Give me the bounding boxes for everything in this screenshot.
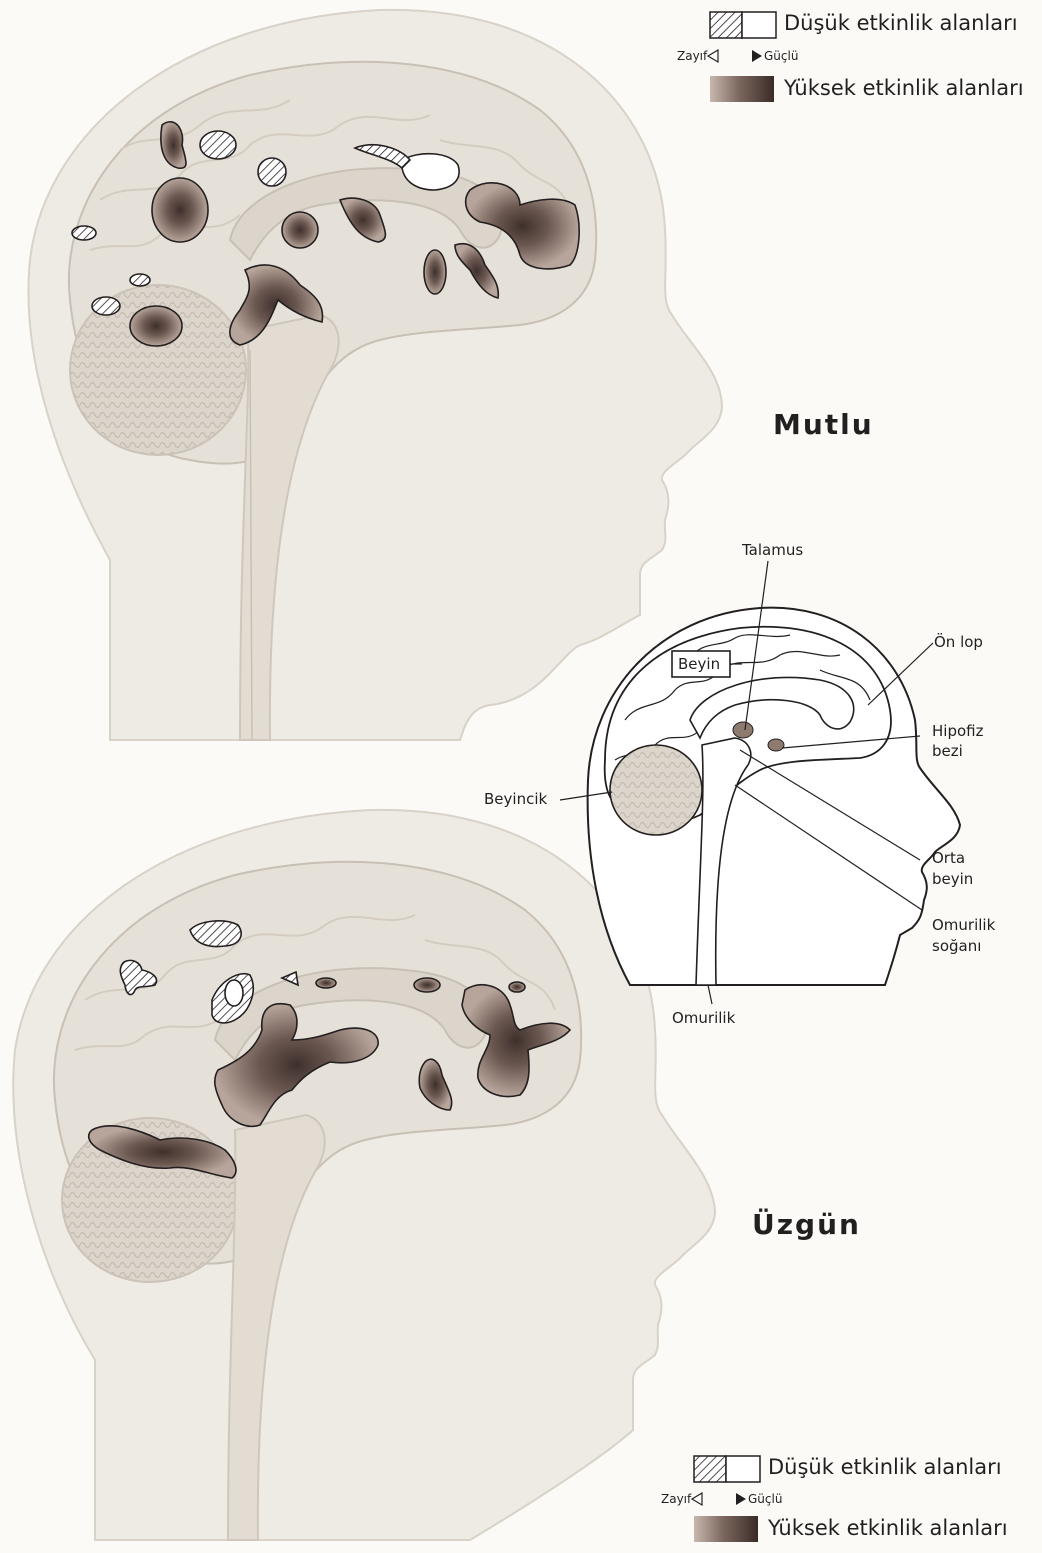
sad-high-region [316, 978, 336, 988]
legend-bottom-low-swatch-white [726, 1456, 760, 1482]
label-medulla-2: soğanı [932, 937, 981, 955]
label-pituitary-1: Hipofiz [932, 722, 983, 740]
legend-bottom-strong-arrow [736, 1493, 746, 1505]
legend-bottom-strong-label: Güçlü [748, 1490, 782, 1508]
legend-top-low-swatch-hatched [710, 12, 742, 38]
label-spinal-cord: Omurilik [672, 1009, 735, 1027]
label-cerebellum: Beyincik [484, 790, 547, 808]
sad-title: Üzgün [752, 1208, 861, 1241]
legend-bottom-high-swatch [694, 1516, 758, 1542]
happy-low-region [130, 274, 150, 286]
label-brain-box: Beyin [678, 655, 720, 673]
legend-top-low-label: Düşük etkinlik alanları [784, 14, 1018, 32]
inset-thalamus [733, 722, 753, 738]
happy-low-region [92, 297, 120, 315]
sad-high-region [414, 978, 440, 992]
legend-top-weak-arrow [708, 50, 718, 62]
legend-top-high-label: Yüksek etkinlik alanları [784, 79, 1024, 97]
happy-low-region [258, 158, 286, 186]
inset-cerebellum [610, 745, 702, 835]
legend-top-high-swatch [710, 76, 774, 102]
legend-top-strong-label: Güçlü [764, 47, 798, 65]
happy-head-illustration [28, 10, 722, 740]
label-thalamus: Talamus [742, 541, 803, 559]
legend-bottom-weak-arrow [692, 1493, 702, 1505]
happy-high-region [282, 212, 318, 248]
happy-title: Mutlu [773, 408, 874, 441]
happy-high-region [130, 306, 182, 346]
inset-pituitary [768, 739, 784, 751]
legend-top-strong-arrow [752, 50, 762, 62]
legend-bottom-weak-label: Zayıf [661, 1490, 691, 1508]
legend-top-low-swatch-white [742, 12, 776, 38]
label-pituitary-2: bezi [932, 742, 963, 760]
legend-bottom-low-label: Düşük etkinlik alanları [768, 1458, 1002, 1476]
label-frontal-lobe: Ön lop [934, 633, 983, 651]
label-midbrain-1: Orta [932, 849, 965, 867]
happy-low-region [72, 226, 96, 240]
legend-bottom-low-swatch-hatched [694, 1456, 726, 1482]
legend-bottom-high-label: Yüksek etkinlik alanları [768, 1519, 1008, 1537]
sad-low-region [225, 980, 243, 1006]
legend-top-weak-label: Zayıf [677, 47, 707, 65]
happy-high-region [152, 178, 208, 242]
happy-high-region [424, 250, 446, 294]
anatomy-inset [560, 561, 960, 1004]
label-medulla-1: Omurilik [932, 916, 995, 934]
sad-high-region [509, 982, 525, 992]
happy-low-region [200, 131, 236, 159]
label-midbrain-2: beyin [932, 870, 973, 888]
